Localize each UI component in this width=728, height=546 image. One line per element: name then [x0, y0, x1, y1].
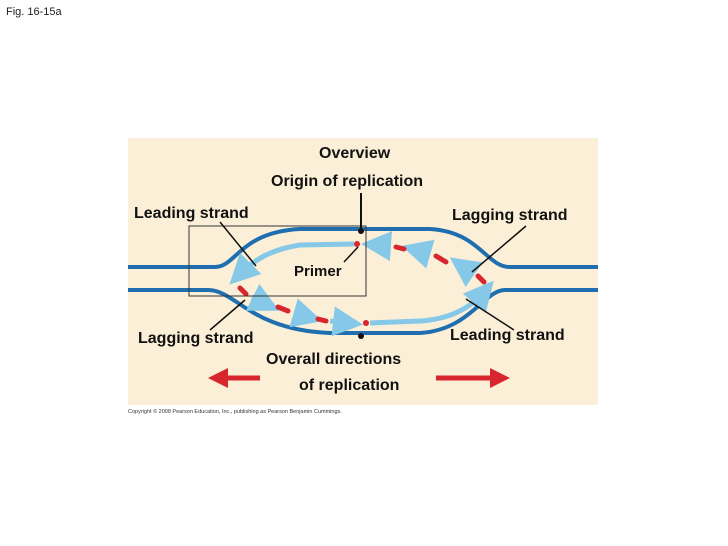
origin-dot-bottom — [358, 333, 364, 339]
lagging-primer-bottom-1 — [237, 285, 249, 297]
label-lagging-strand-left: Lagging strand — [138, 330, 254, 347]
leading-strand-bottom — [369, 280, 494, 326]
diagram-panel — [128, 138, 598, 405]
primer-pointer — [343, 246, 359, 263]
lagging-strand-right-pointer — [471, 225, 527, 273]
copyright-notice: Copyright © 2008 Pearson Education, Inc.… — [128, 409, 342, 415]
label-origin-of-replication: Origin of replication — [271, 173, 424, 190]
primer-bottom-leading — [363, 320, 369, 326]
okazaki-fragment-top-3 — [361, 231, 393, 262]
left-fork-highlight-box — [188, 225, 367, 297]
lagging-primer-top-1 — [475, 273, 487, 285]
lagging-primer-bottom-2 — [275, 304, 291, 314]
okazaki-fragment-bottom-3 — [329, 306, 363, 337]
okazaki-fragment-bottom-1 — [245, 283, 280, 311]
lagging-primer-top-3 — [393, 244, 407, 252]
lagging-primer-top-2 — [433, 253, 449, 265]
label-leading-strand-right: Leading strand — [450, 327, 565, 344]
leading-strand-top — [229, 241, 355, 285]
okazaki-fragment-top-1 — [449, 257, 483, 287]
okazaki-fragment-top-2 — [401, 239, 435, 269]
lagging-primer-bottom-3 — [315, 316, 329, 324]
label-primer: Primer — [294, 263, 342, 280]
primer-top-leading — [354, 241, 360, 247]
label-leading-strand-left: Leading strand — [134, 205, 249, 222]
label-overview: Overview — [319, 145, 391, 162]
leading-strand-left-pointer — [219, 221, 257, 267]
label-of-replication: of replication — [299, 377, 400, 394]
figure-label: Fig. 16-15a — [6, 6, 62, 18]
label-lagging-strand-right: Lagging strand — [452, 207, 568, 224]
leading-strand-right-pointer — [465, 298, 515, 331]
label-overall-directions: Overall directions — [266, 351, 402, 368]
lagging-strand-left-pointer — [209, 299, 246, 331]
parental-strand-top — [128, 227, 598, 269]
origin-dot-top — [358, 228, 364, 234]
okazaki-fragment-bottom-2 — [289, 298, 323, 328]
